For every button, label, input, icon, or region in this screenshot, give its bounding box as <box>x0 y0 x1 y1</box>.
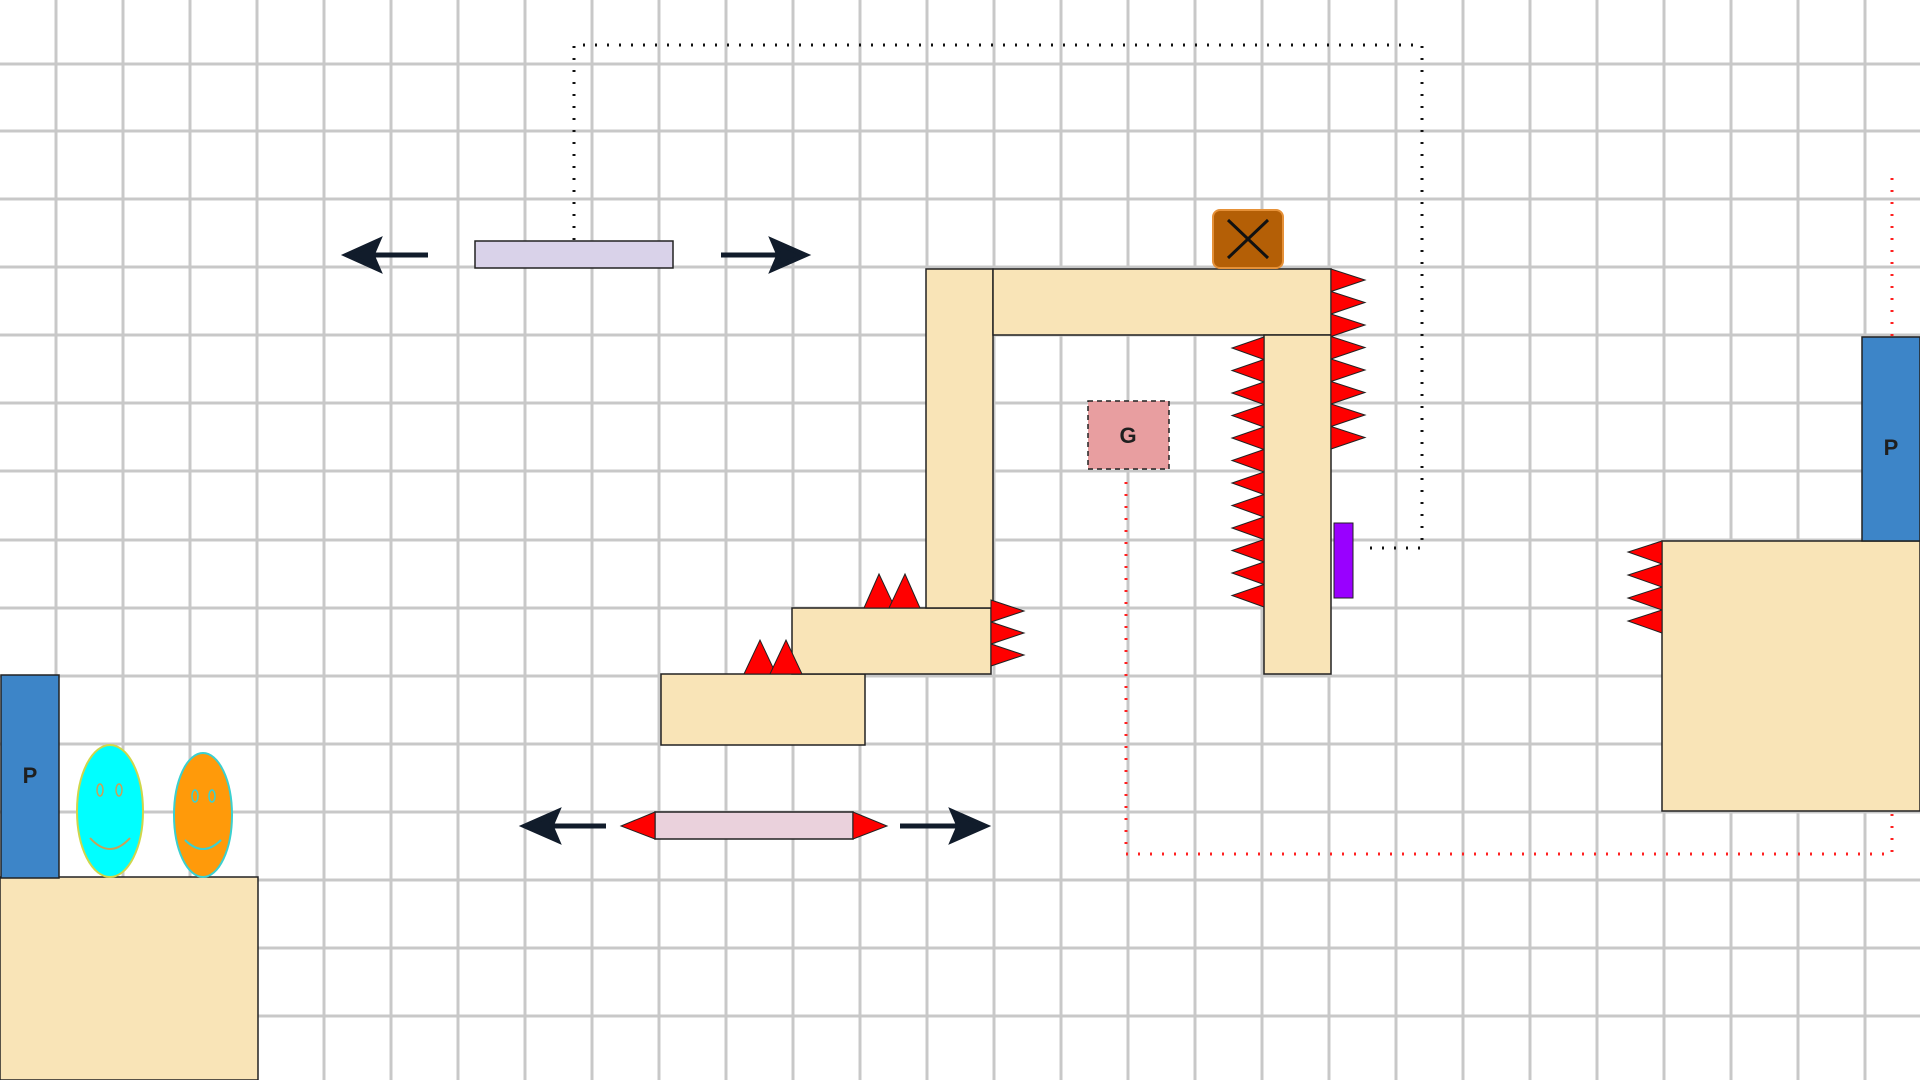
right-portal-label: P <box>1884 435 1899 460</box>
right-eye-icon <box>115 783 123 797</box>
left-eye-icon <box>191 789 199 803</box>
spike <box>1626 540 1663 565</box>
right-portal: P <box>1861 336 1920 542</box>
pushable-crate[interactable] <box>1212 209 1284 269</box>
spike <box>1230 426 1265 451</box>
spike <box>1230 493 1265 518</box>
left-arrow-icon <box>518 807 606 845</box>
top-overhang-platform <box>992 268 1332 336</box>
spike <box>1230 381 1265 406</box>
spike <box>1330 268 1367 293</box>
spike <box>1626 586 1663 611</box>
left-ground-platform <box>0 876 259 1080</box>
spike <box>1330 403 1367 428</box>
cyan-player-character[interactable] <box>76 744 144 878</box>
spike <box>1230 583 1265 608</box>
right-arrow-icon <box>721 236 812 274</box>
spike <box>1330 380 1367 405</box>
orange-player-character[interactable] <box>173 752 233 878</box>
spike <box>769 638 803 675</box>
tall-pillar <box>925 268 994 609</box>
spike-hazards <box>743 268 1663 675</box>
spike <box>990 621 1026 645</box>
spike <box>863 572 896 609</box>
terrain <box>0 268 1920 1080</box>
lower-moving-platform[interactable] <box>654 811 854 840</box>
spike <box>990 599 1026 623</box>
spike <box>1230 336 1265 361</box>
spike <box>1626 563 1663 588</box>
right-ground-platform <box>1661 540 1920 812</box>
spike <box>1330 358 1367 383</box>
x-icon <box>1226 218 1270 260</box>
spike <box>990 643 1026 667</box>
spike <box>888 572 921 609</box>
spike <box>1230 403 1265 428</box>
right-arrow-icon <box>900 807 992 845</box>
spike <box>1330 313 1367 338</box>
smile-icon <box>184 839 222 850</box>
left-eye-icon <box>96 783 104 797</box>
stair-step-lower <box>660 673 866 746</box>
right-hanging-column <box>1263 334 1332 675</box>
upper-moving-platform-group <box>340 236 812 274</box>
platform-spike-right <box>852 811 889 840</box>
goal-label: G <box>1119 423 1136 448</box>
right-eye-icon <box>208 789 216 803</box>
left-portal: P <box>0 674 60 879</box>
spike <box>743 638 777 675</box>
goal-box: G <box>1087 400 1170 470</box>
upper-moving-platform[interactable] <box>474 240 674 269</box>
lower-moving-platform-group <box>518 807 992 845</box>
stair-step-upper <box>791 607 992 675</box>
left-arrow-icon <box>340 236 428 274</box>
spike <box>1230 561 1265 586</box>
spike <box>1330 335 1367 360</box>
spike <box>1230 448 1265 473</box>
spike <box>1230 516 1265 541</box>
spike <box>1230 358 1265 383</box>
left-portal-label: P <box>23 763 38 788</box>
spike <box>1330 425 1367 450</box>
spike <box>1230 471 1265 496</box>
spike <box>1330 290 1367 315</box>
smile-icon <box>89 837 131 850</box>
spike <box>1230 538 1265 563</box>
platform-spike-left <box>619 811 656 840</box>
wall-switch[interactable] <box>1333 522 1354 599</box>
spike <box>1626 609 1663 634</box>
